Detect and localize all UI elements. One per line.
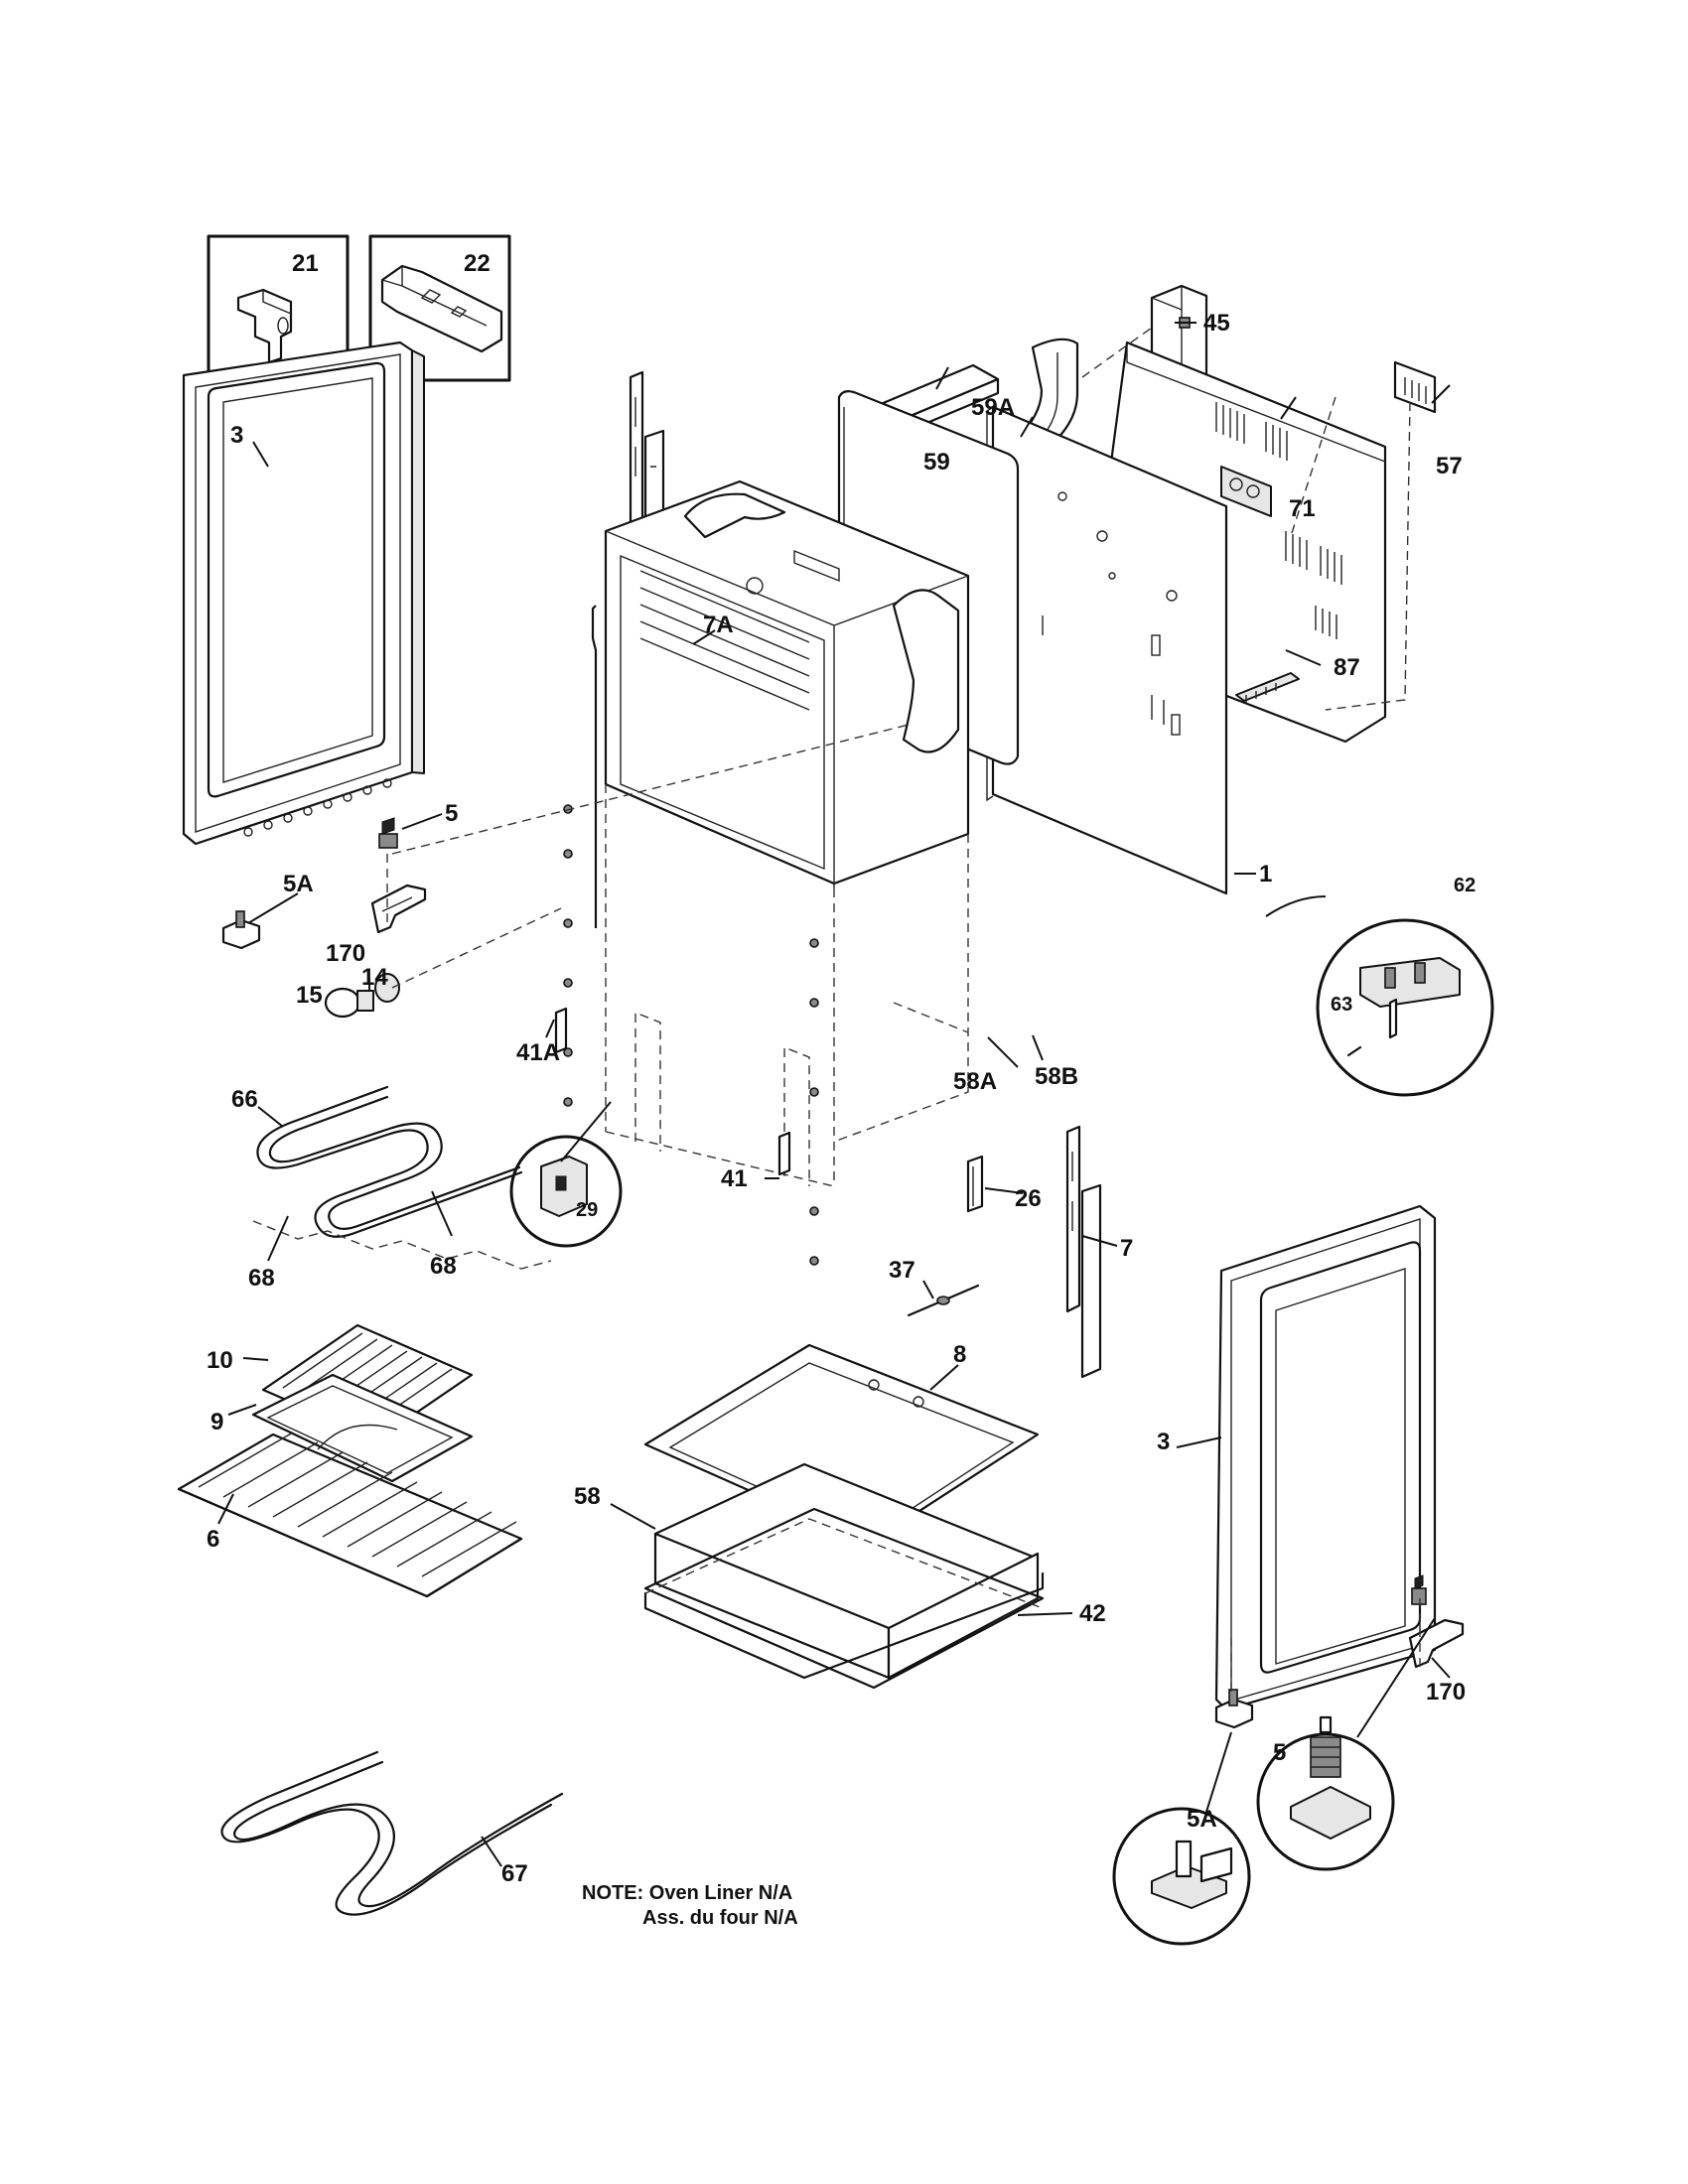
leveling-leg-5-bottom	[1411, 1574, 1427, 1605]
detail-circle-29	[509, 1135, 623, 1248]
callout-58B: 58B	[1035, 1063, 1078, 1090]
callout-5A-bottom: 5A	[1187, 1806, 1217, 1833]
temperature-sensor-37	[907, 1284, 980, 1317]
callout-14: 14	[361, 964, 388, 991]
screws-left	[563, 804, 819, 1266]
bracket-41A	[554, 1007, 568, 1054]
leg-bracket-5A-top	[221, 910, 261, 950]
callout-7A: 7A	[703, 612, 734, 638]
callout-41A: 41A	[516, 1039, 560, 1066]
callout-15: 15	[296, 982, 323, 1009]
callout-5-bottom: 5	[1273, 1739, 1286, 1766]
callout-59A: 59A	[971, 394, 1015, 421]
bracket-41	[777, 1131, 791, 1176]
callout-71: 71	[1289, 495, 1316, 522]
callout-9: 9	[211, 1409, 223, 1435]
callout-57: 57	[1436, 453, 1463, 479]
note-line-2: Ass. du four N/A	[642, 1907, 798, 1929]
bracket-26	[966, 1155, 984, 1213]
rack-support-7	[1065, 1125, 1102, 1379]
oven-insulation-wrap	[683, 492, 960, 753]
oven-door-left	[182, 341, 425, 846]
callout-58A: 58A	[953, 1068, 997, 1095]
callout-62: 62	[1454, 875, 1476, 896]
leg-bracket-5A-bottom	[1214, 1689, 1254, 1729]
broil-element-66	[256, 1085, 523, 1238]
leader-lines	[217, 322, 1451, 1867]
oven-rack-6	[177, 1432, 523, 1598]
callout-58: 58	[574, 1483, 601, 1510]
lamp-socket-14	[374, 973, 400, 1003]
callout-8: 8	[953, 1341, 966, 1368]
bake-element-67	[220, 1750, 564, 1916]
callout-1: 1	[1259, 861, 1272, 887]
callout-3-top: 3	[230, 422, 243, 449]
callout-29: 29	[576, 1199, 598, 1221]
note-line-1: NOTE: Oven Liner N/A	[582, 1882, 792, 1904]
detail-circle-62	[1316, 918, 1494, 1097]
bracket-170-top	[370, 884, 427, 934]
heat-shield-68	[252, 1220, 552, 1270]
oven-cavity	[604, 479, 970, 888]
oven-lamp-15	[324, 987, 374, 1019]
callout-5A-top: 5A	[283, 871, 314, 897]
callout-87: 87	[1334, 654, 1360, 681]
callout-41: 41	[721, 1165, 748, 1192]
callout-66: 66	[231, 1086, 258, 1113]
callout-26: 26	[1015, 1185, 1042, 1212]
callout-22: 22	[464, 250, 491, 277]
callout-labels: 21 22 45 59A 59 57 71 3 7A 87 5 1 62 5A …	[207, 250, 1476, 1887]
callout-5-top: 5	[445, 800, 458, 827]
door-hinge-holes	[243, 778, 392, 837]
oven-front-frame	[563, 605, 969, 1266]
oven-door-right	[1214, 1204, 1437, 1711]
detail-circle-5A	[1112, 1807, 1251, 1946]
callout-68-right: 68	[430, 1253, 457, 1280]
callout-170-top: 170	[326, 940, 365, 967]
callout-67: 67	[501, 1860, 528, 1887]
insulation-pad-58	[653, 1462, 1040, 1680]
callout-7: 7	[1120, 1235, 1133, 1262]
bottom-tray-42	[643, 1507, 1045, 1690]
bracket-170-bottom	[1408, 1618, 1465, 1669]
inset-part-22	[368, 234, 511, 382]
callout-45: 45	[1203, 310, 1230, 337]
callout-3-bottom: 3	[1157, 1429, 1170, 1455]
callout-59: 59	[923, 449, 950, 476]
detail-circle-5	[1256, 1715, 1395, 1871]
callout-37: 37	[889, 1257, 915, 1284]
callout-42: 42	[1079, 1600, 1106, 1627]
callout-6: 6	[207, 1526, 219, 1553]
broil-pan-9	[251, 1373, 474, 1483]
access-cover-57	[1393, 360, 1437, 414]
callout-21: 21	[292, 250, 319, 277]
note-block: NOTE: Oven Liner N/A Ass. du four N/A	[582, 1882, 798, 1929]
callout-170-bottom: 170	[1426, 1679, 1466, 1706]
callout-10: 10	[207, 1347, 233, 1374]
callout-63: 63	[1331, 994, 1352, 1016]
leveling-leg-5-top	[378, 817, 398, 849]
callout-68-left: 68	[248, 1265, 275, 1292]
